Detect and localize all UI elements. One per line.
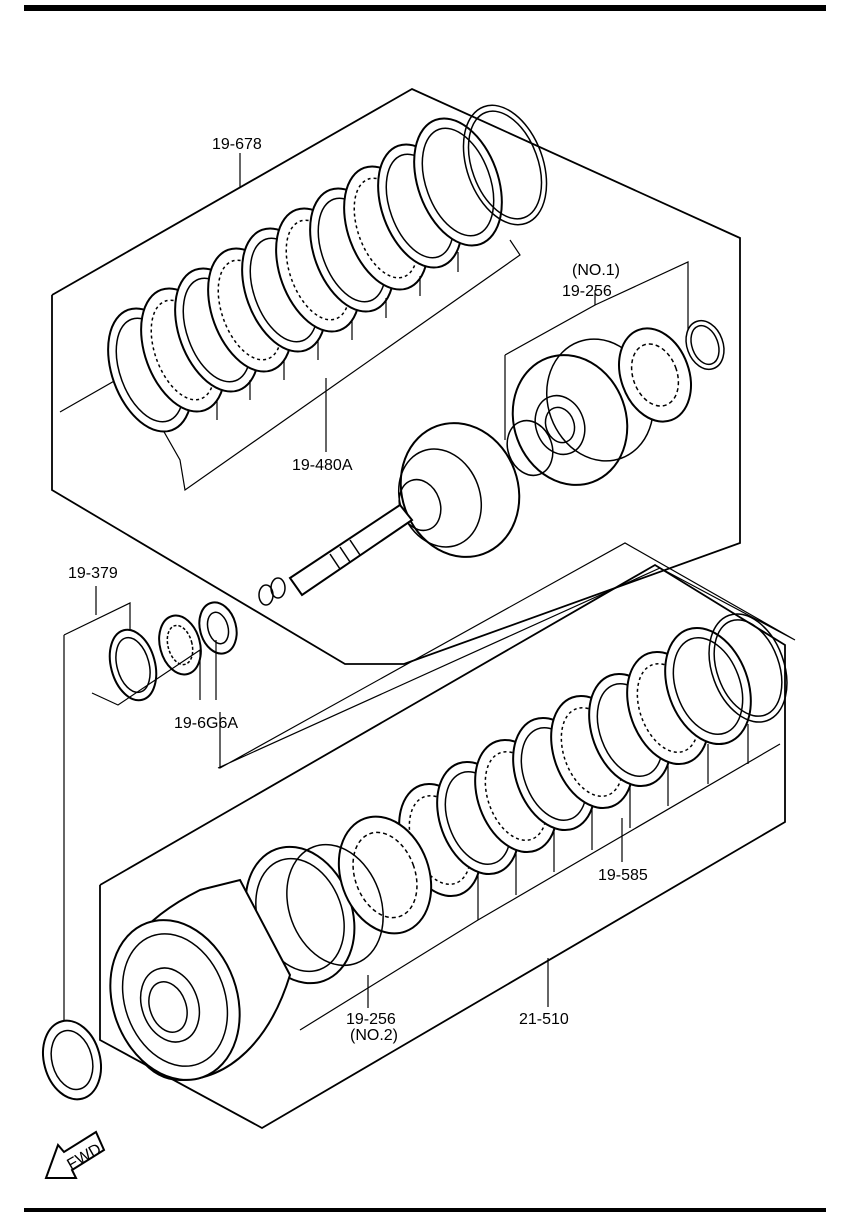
label-19-6g6a: 19-6G6A xyxy=(174,715,238,732)
label-19-256-bottom: 19-256 xyxy=(346,1011,396,1028)
lower-group-outline xyxy=(99,563,786,1130)
label-21-510: 21-510 xyxy=(519,1011,569,1028)
bearing-parts xyxy=(108,601,238,702)
label-19-379: 19-379 xyxy=(68,565,118,582)
upper-clutch-plates xyxy=(107,104,548,433)
label-19-585: 19-585 xyxy=(598,867,648,884)
fwd-arrow: FWD xyxy=(44,1130,106,1179)
label-19-480a: 19-480A xyxy=(292,457,353,474)
bottom-border xyxy=(24,1208,826,1212)
plate-ticks xyxy=(216,252,459,420)
top-border xyxy=(24,5,826,11)
upper-group-outline xyxy=(51,87,741,665)
piston-assembly-no1 xyxy=(506,319,725,486)
label-no1: (NO.1) xyxy=(572,262,620,279)
thrust-washer xyxy=(42,1019,102,1101)
lower-clutch-plates xyxy=(398,613,788,898)
bearing-bracket xyxy=(63,602,131,640)
clutch-housing xyxy=(109,878,292,1082)
clutch-drum-shaft xyxy=(258,422,521,606)
label-no2: (NO.2) xyxy=(350,1027,398,1044)
lower-plate-ticks xyxy=(477,724,749,920)
label-19-678: 19-678 xyxy=(212,136,262,153)
label-19-256-top: 19-256 xyxy=(562,283,612,300)
middle-outline xyxy=(217,542,796,770)
